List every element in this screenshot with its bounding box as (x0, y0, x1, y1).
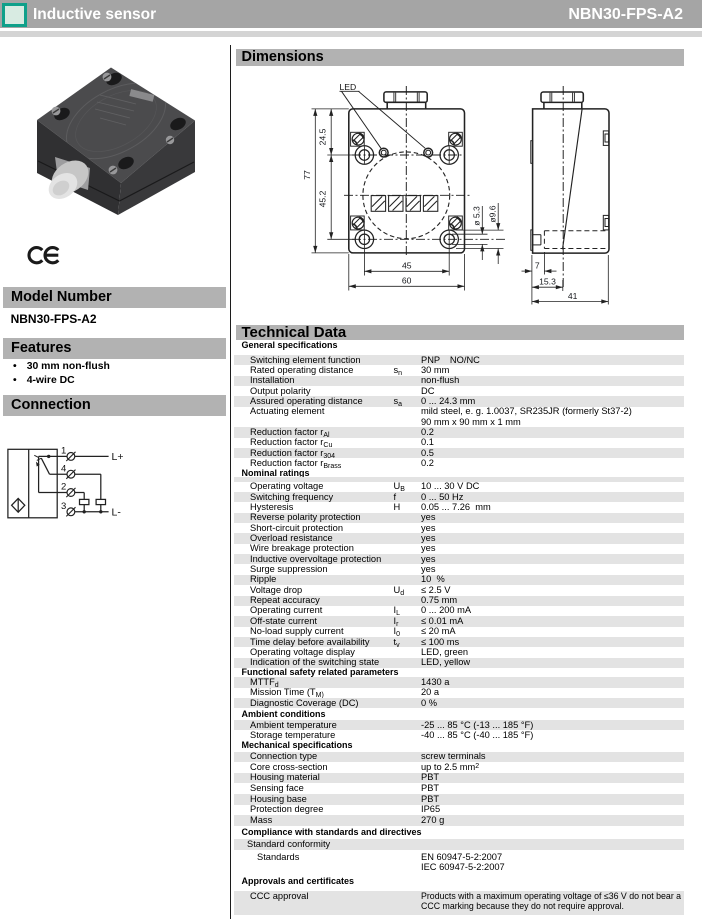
svg-text:L+: L+ (112, 451, 124, 463)
svg-text:1: 1 (61, 446, 66, 457)
svg-text:24.5: 24.5 (318, 128, 328, 145)
svg-text:7: 7 (535, 260, 540, 270)
svg-text:41: 41 (568, 291, 578, 301)
svg-text:60: 60 (402, 276, 412, 286)
svg-text:ø 5.3: ø 5.3 (472, 206, 482, 226)
svg-text:4: 4 (61, 463, 66, 474)
svg-text:15.3: 15.3 (539, 276, 556, 286)
svg-text:L-: L- (112, 507, 122, 519)
svg-text:LED: LED (340, 82, 357, 92)
svg-text:ø9.6: ø9.6 (487, 205, 497, 222)
svg-text:3: 3 (61, 501, 66, 512)
svg-text:77: 77 (302, 170, 312, 180)
svg-text:2: 2 (61, 482, 66, 493)
svg-text:45.2: 45.2 (318, 190, 328, 207)
svg-text:45: 45 (402, 261, 412, 271)
